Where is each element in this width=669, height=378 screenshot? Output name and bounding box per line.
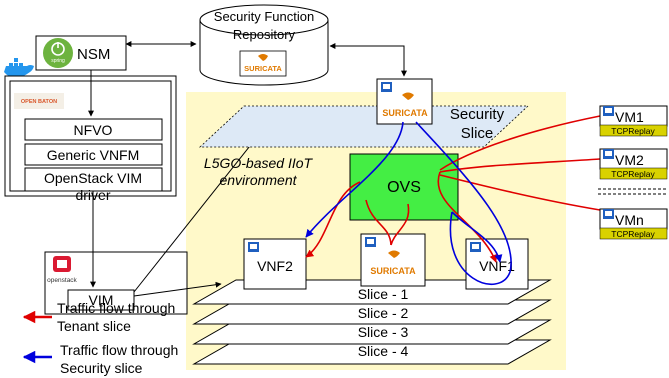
repository-label-line2: Repository xyxy=(233,27,296,42)
vm1-label: VM1 xyxy=(615,109,644,125)
vmn-tag xyxy=(599,227,668,240)
environment-label-line1: L5GO-based IIoT xyxy=(204,155,314,171)
legend-security-line1: Traffic flow through xyxy=(60,342,178,358)
vm2-tag-label: TCPReplay xyxy=(611,169,655,179)
openstack-node: openstack VIM xyxy=(44,251,188,315)
legend-tenant-line2: Tenant slice xyxy=(57,318,131,334)
nsm-label: NSM xyxy=(77,46,110,63)
generic-vnfm-label: Generic VNFM xyxy=(47,147,140,163)
vm1-client: VM1 TCPReplay xyxy=(599,105,668,137)
slice-layers: Slice - 1 Slice - 2 Slice - 3 Slice - 4 xyxy=(192,279,552,365)
slice-1-label: Slice - 1 xyxy=(358,286,409,302)
docker-icon xyxy=(4,58,34,78)
vm1-tag-label: TCPReplay xyxy=(611,126,655,136)
vmn-client: VMn TCPReplay xyxy=(599,208,668,240)
security-slice-label-line1: Security xyxy=(450,106,505,123)
open-baton-logo xyxy=(14,93,64,109)
nfvo-label: NFVO xyxy=(74,122,113,138)
vnf1-label: VNF1 xyxy=(479,258,515,274)
slice-3-label: Slice - 3 xyxy=(358,324,409,340)
tenant-flow-paths xyxy=(305,115,601,263)
vm2-client: VM2 TCPReplay xyxy=(599,148,668,180)
ovs-switch: OVS xyxy=(349,153,459,221)
suricata-vnf-node: SURICATA xyxy=(360,233,426,287)
vim-label: VIM xyxy=(89,292,114,308)
vm1-tag xyxy=(599,124,668,137)
vnf2-node: VNF2 xyxy=(243,238,307,290)
security-flow-paths xyxy=(305,121,512,286)
ovs-label: OVS xyxy=(387,179,421,196)
security-suricata-vm: SURICATA xyxy=(376,78,433,125)
legend-tenant-line1: Traffic flow through xyxy=(57,300,175,316)
security-suricata-text: SURICATA xyxy=(382,108,428,118)
repository-suricata-logo: SURICATA xyxy=(239,50,287,77)
generic-vnfm-box xyxy=(24,143,163,166)
legend: Traffic flow through Tenant slice Traffi… xyxy=(22,300,178,376)
spring-logo-text: spring xyxy=(51,58,65,64)
vm2-tag xyxy=(599,167,668,180)
vmn-tag-label: TCPReplay xyxy=(611,229,655,239)
spring-logo-icon xyxy=(43,38,73,68)
open-baton-logo-text: OPEN BATON xyxy=(21,99,57,105)
nsm-node: spring NSM xyxy=(35,35,127,71)
environment-label-line2: environment xyxy=(219,172,297,188)
legend-security-line2: Security slice xyxy=(60,360,143,376)
vnf1-node: VNF1 xyxy=(465,238,529,290)
security-function-repository: Security Function Repository SURICATA xyxy=(199,4,329,86)
repository-suricata-text: SURICATA xyxy=(244,64,282,73)
control-arrows xyxy=(88,41,407,297)
vnf2-label: VNF2 xyxy=(257,258,293,274)
repository-label-line1: Security Function xyxy=(214,9,314,24)
vim-box xyxy=(67,289,135,311)
openstack-logo-text: openstack xyxy=(47,277,77,284)
suricata-vnf-text: SURICATA xyxy=(370,266,416,276)
security-slice: Security Slice xyxy=(198,105,530,148)
slice-2-label: Slice - 2 xyxy=(358,305,409,321)
slice-4-label: Slice - 4 xyxy=(358,343,409,359)
nfvo-box xyxy=(24,118,163,141)
vm-separator xyxy=(598,188,667,195)
open-baton-stack: OPEN BATON NFVO Generic VNFM OpenStack V… xyxy=(4,75,177,203)
vm2-label: VM2 xyxy=(615,152,644,168)
openstack-vim-driver-label-line1: OpenStack VIM xyxy=(44,170,142,186)
security-slice-label-line2: Slice xyxy=(461,125,494,142)
vmn-label: VMn xyxy=(615,212,644,228)
